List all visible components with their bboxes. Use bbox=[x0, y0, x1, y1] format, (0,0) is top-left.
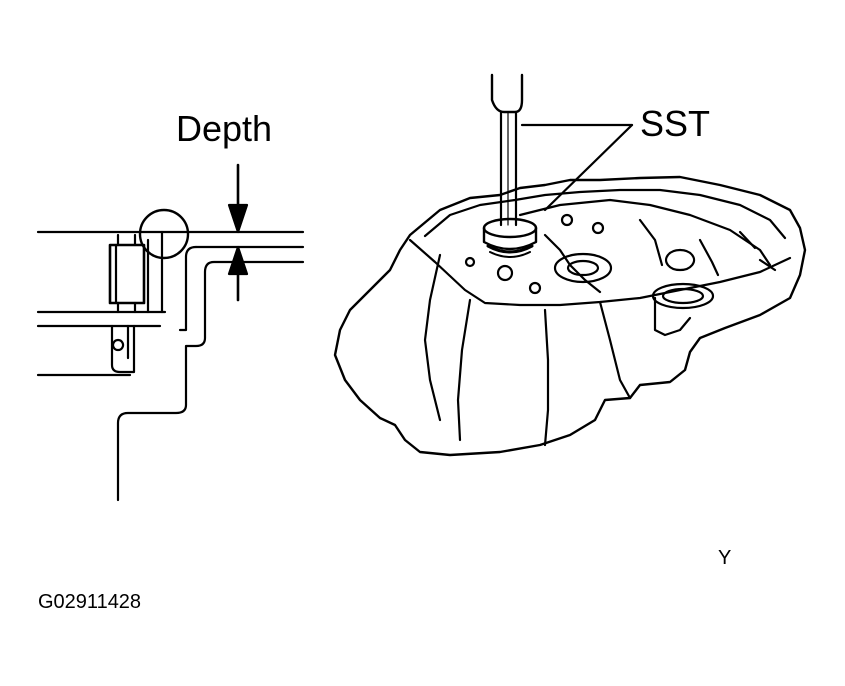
depth-label: Depth bbox=[176, 108, 273, 149]
figure-code: G02911428 bbox=[38, 591, 142, 613]
detail-circle bbox=[140, 210, 188, 258]
sst-label: SST bbox=[640, 103, 711, 144]
transaxle-housing bbox=[335, 75, 805, 455]
cross-section-detail bbox=[38, 165, 303, 500]
view-letter: Y bbox=[718, 547, 732, 569]
